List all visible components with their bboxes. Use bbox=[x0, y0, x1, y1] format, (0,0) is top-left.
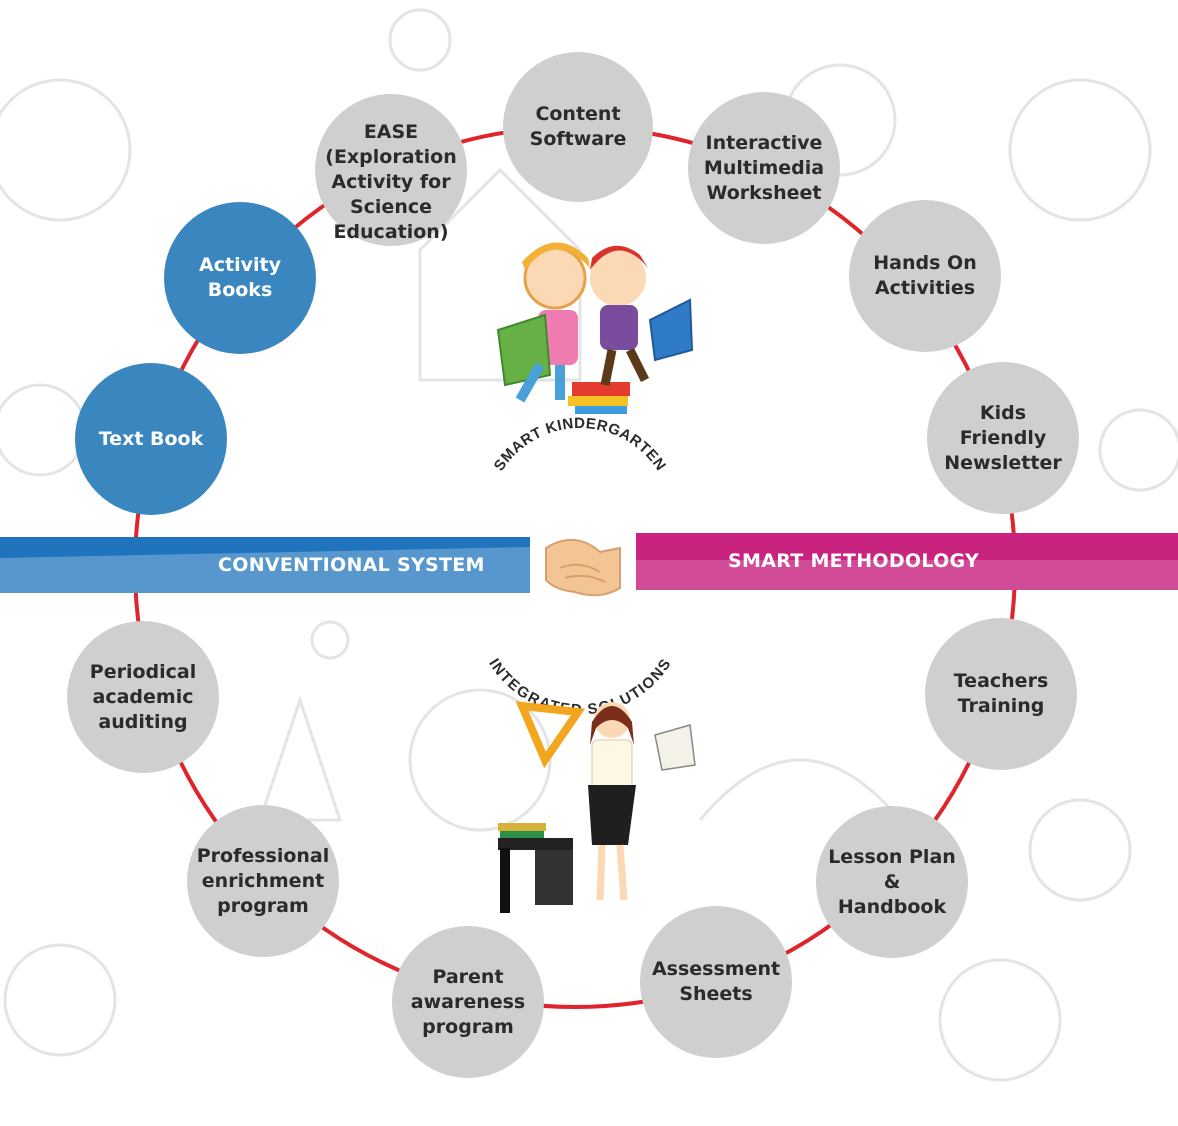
node-label-group: EASE (Exploration Activity for Science Ed… bbox=[325, 95, 456, 245]
conventional-system-label: CONVENTIONAL SYSTEM bbox=[218, 554, 485, 576]
smart-methodology-label: SMART METHODOLOGY bbox=[728, 550, 980, 572]
node-label: Assessment Sheets bbox=[651, 958, 781, 1005]
node-parent-awareness-program: Parent awareness program bbox=[392, 926, 544, 1078]
node-hands-on-activities: Hands On Activities bbox=[849, 200, 1001, 352]
node-label: Lesson Plan & Handbook bbox=[828, 845, 956, 918]
node-content-software: Content Software bbox=[503, 52, 653, 202]
handshake-icon bbox=[530, 537, 636, 597]
node-label: Text Book bbox=[98, 427, 204, 450]
node-professional-enrichment-program: Professional enrichment program bbox=[187, 805, 339, 957]
node-label: Periodical academic auditing bbox=[89, 660, 197, 733]
node-kids-friendly-newsletter: Kids Friendly Newsletter bbox=[927, 362, 1079, 514]
node-teachers-training: Teachers Training bbox=[925, 618, 1077, 770]
node-activity-books: Activity Books bbox=[164, 202, 316, 354]
teacher-illustration bbox=[498, 701, 696, 913]
node-periodical-academic-auditing: Periodical academic auditing bbox=[67, 621, 219, 773]
node-label-lead: EASE bbox=[363, 121, 419, 143]
node-ease: EASE (Exploration Activity for Science Ed… bbox=[315, 94, 467, 246]
children-reading-illustration bbox=[496, 242, 694, 414]
node-label: Professional enrichment program bbox=[196, 844, 330, 917]
node-label: (Exploration Activity for Science Educat… bbox=[325, 146, 457, 243]
node-label: Teachers Training bbox=[953, 670, 1049, 717]
node-label: Content Software bbox=[529, 103, 627, 150]
node-assessment-sheets: Assessment Sheets bbox=[640, 906, 792, 1058]
conventional-system-band bbox=[0, 537, 530, 593]
smart-band-shade bbox=[636, 560, 1178, 590]
node-label: Kids Friendly Newsletter bbox=[944, 401, 1062, 474]
node-text-book: Text Book bbox=[75, 363, 227, 515]
smart-methodology-band bbox=[636, 533, 1178, 590]
node-interactive-multimedia-worksheet: Interactive Multimedia Worksheet bbox=[688, 92, 840, 244]
node-label: Activity Books bbox=[199, 254, 281, 301]
conventional-band-shade bbox=[0, 547, 530, 593]
arc-top-label: SMART KINDERGARTEN bbox=[491, 415, 669, 474]
node-lesson-plan-handbook: Lesson Plan & Handbook bbox=[816, 806, 968, 958]
node-label: Hands On Activities bbox=[873, 252, 977, 299]
node-label: Interactive Multimedia Worksheet bbox=[703, 131, 825, 204]
node-label: Parent awareness program bbox=[410, 965, 526, 1038]
